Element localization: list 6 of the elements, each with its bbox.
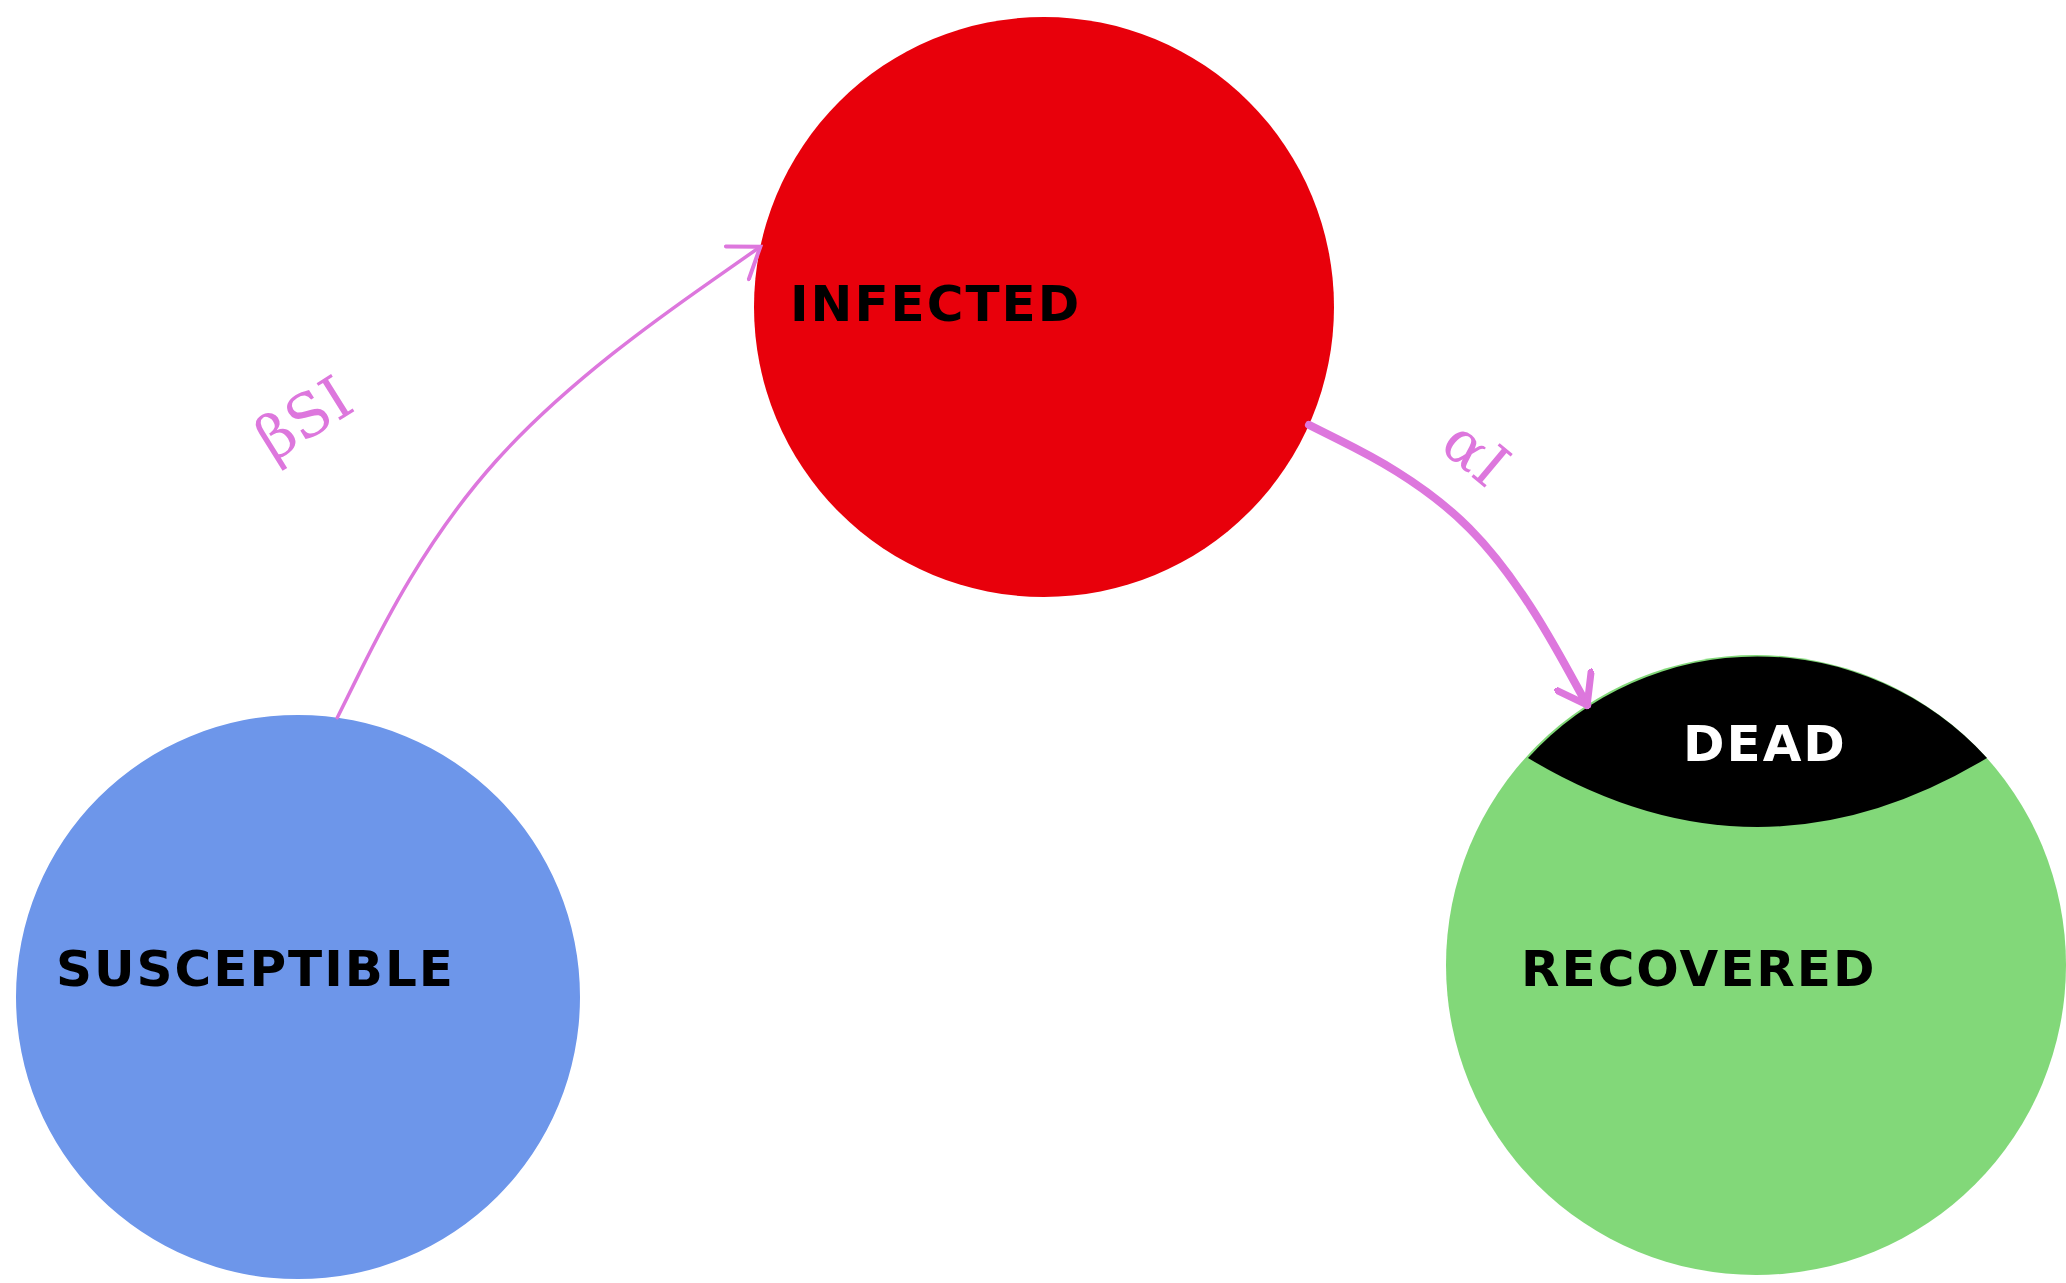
arrow [1304,420,1595,709]
arrow [335,244,763,720]
node-label: DEAD [1683,715,1847,773]
node-label: RECOVERED [1521,940,1877,998]
node-label: SUSCEPTIBLE [56,940,455,998]
node-label: INFECTED [790,275,1082,333]
